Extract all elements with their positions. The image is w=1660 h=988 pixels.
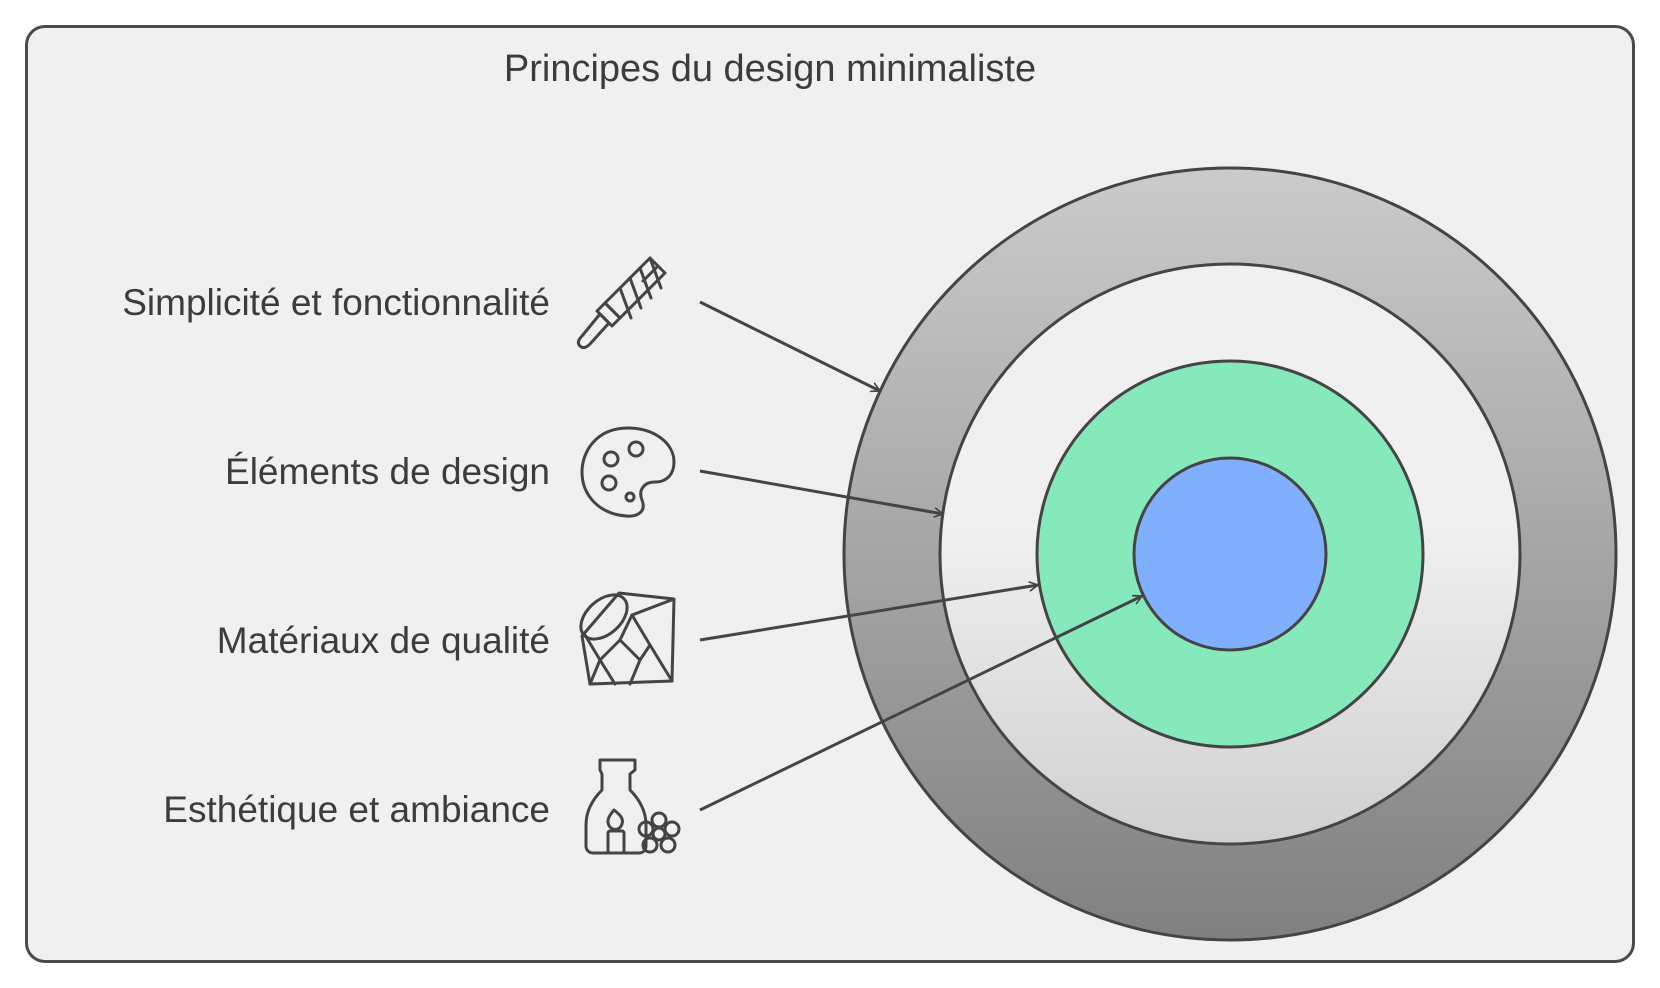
- label-materiaux: Matériaux de qualité: [216, 620, 550, 661]
- label-esthetique: Esthétique et ambiance: [163, 789, 550, 830]
- arrow-simplicite: [699, 300, 881, 393]
- label-elements: Éléments de design: [225, 451, 550, 492]
- gem-icon: [579, 591, 676, 686]
- file-tool-icon: [576, 256, 667, 350]
- arrow-esthetique: [699, 594, 1143, 812]
- arrow-elements: [699, 469, 944, 518]
- label-simplicite: Simplicité et fonctionnalité: [122, 282, 550, 323]
- diagram-title: Principes du design minimaliste: [503, 48, 1037, 90]
- candle-flower-icon: [584, 758, 681, 855]
- arrow-materiaux: [699, 581, 1039, 642]
- core-circle: [1132, 456, 1328, 652]
- palette-icon: [580, 426, 676, 518]
